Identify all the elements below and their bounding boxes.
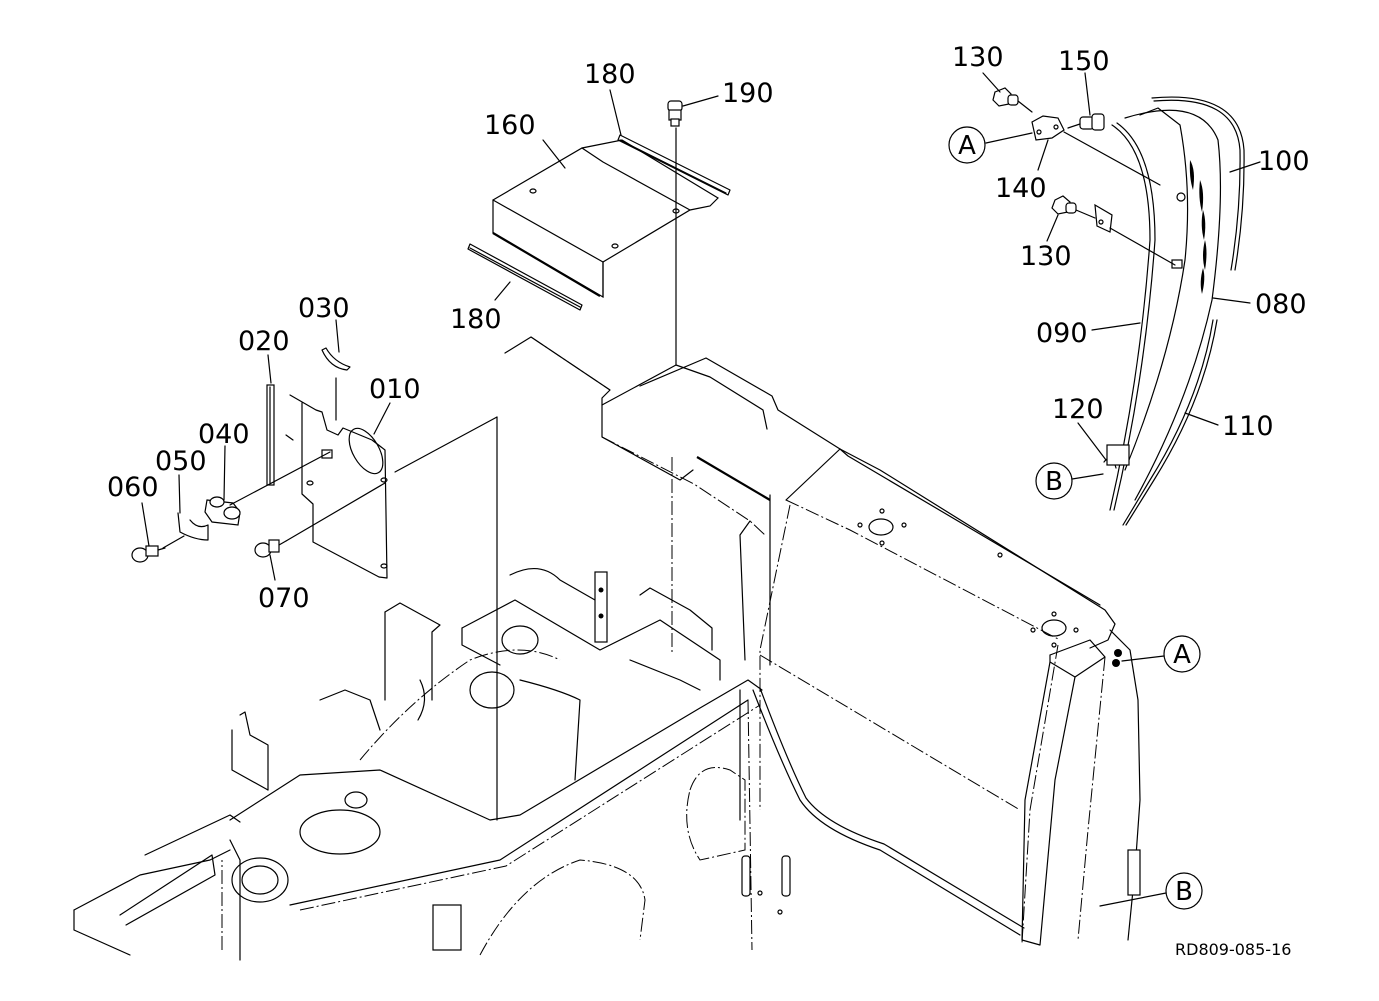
svg-text:A: A (958, 131, 976, 161)
bolt-070 (254, 539, 287, 558)
rubber-strip-180-top (617, 134, 731, 196)
main-frame (73, 679, 791, 961)
mid-frame-members (231, 568, 721, 791)
callout-180-top: 180 (584, 59, 636, 90)
cover-plate-160 (492, 139, 719, 299)
clamp-040 (204, 496, 241, 526)
callout-160: 160 (484, 110, 536, 141)
ref-marker-B-body: B (1165, 872, 1203, 910)
svg-text:B: B (1045, 467, 1063, 497)
assembly-lines-left (162, 377, 498, 821)
callout-060: 060 (107, 472, 159, 503)
pipe-curve (752, 687, 1025, 936)
ref-marker-A-body: A (1163, 635, 1201, 673)
bracket-050 (177, 512, 209, 541)
callout-110: 110 (1222, 411, 1274, 442)
bracket-140 (1031, 115, 1161, 186)
radiator-column (1021, 629, 1141, 946)
callout-130-top: 130 (952, 42, 1004, 73)
drawing-code: RD809-085-16 (1175, 940, 1291, 959)
callout-030: 030 (298, 293, 350, 324)
seal-strip-100 (1151, 96, 1245, 271)
plate-010 (289, 394, 388, 579)
bolt-060 (131, 545, 166, 563)
callout-090: 090 (1036, 318, 1088, 349)
clip-120 (1103, 444, 1130, 469)
svg-text:A: A (1173, 640, 1191, 670)
ref-marker-B-top: B (1035, 462, 1073, 500)
side-cover-080 (1124, 107, 1222, 501)
callout-190: 190 (722, 78, 774, 109)
rubber-strip-180-bottom (467, 243, 583, 311)
callout-070: 070 (258, 583, 310, 614)
bolt-130-bottom (1051, 195, 1096, 219)
bolt-150 (1067, 113, 1105, 131)
callout-010: 010 (369, 374, 421, 405)
leader-lines (141, 72, 1261, 907)
callout-040: 040 (198, 419, 250, 450)
callout-100: 100 (1258, 146, 1310, 177)
callout-130-bottom: 130 (1020, 241, 1072, 272)
clip-030 (321, 347, 351, 371)
bolt-130-top (992, 87, 1033, 113)
callout-120: 120 (1052, 394, 1104, 425)
callout-020: 020 (238, 326, 290, 357)
callout-180-bottom: 180 (450, 304, 502, 335)
callout-140: 140 (995, 173, 1047, 204)
bracket-lower (1094, 203, 1176, 266)
callout-080: 080 (1255, 289, 1307, 320)
callout-050: 050 (155, 446, 207, 477)
strip-020 (266, 384, 275, 486)
seal-strip-110 (1122, 319, 1218, 526)
seal-strip-090 (1109, 122, 1156, 511)
ref-marker-A-top: A (948, 126, 986, 164)
side-panel (759, 448, 1116, 944)
bolt-190 (667, 100, 683, 366)
upper-console (504, 336, 841, 666)
callout-150: 150 (1058, 46, 1110, 77)
svg-text:B: B (1175, 877, 1193, 907)
